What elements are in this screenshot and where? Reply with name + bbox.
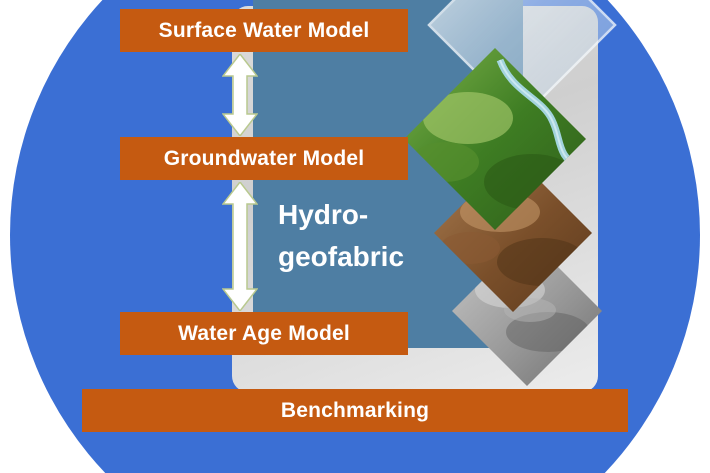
benchmarking-label: Benchmarking (280, 398, 430, 422)
double-arrow-icon-surface-groundwater (222, 54, 258, 136)
water-age-model-label: Water Age Model (178, 321, 350, 345)
benchmarking-box: Benchmarking (82, 389, 628, 432)
landscape-diamond-icon (404, 48, 586, 230)
surface-water-model-box: Surface Water Model (120, 9, 408, 52)
double-arrow-icon-groundwater-waterage (222, 182, 258, 311)
surface-water-model-label: Surface Water Model (158, 18, 370, 42)
hydrogeofabric-label-line1: Hydro- (278, 199, 369, 230)
hydrogeofabric-label: Hydro- geofabric (278, 194, 404, 278)
groundwater-model-label: Groundwater Model (163, 146, 365, 170)
groundwater-model-box: Groundwater Model (120, 137, 408, 180)
water-age-model-box: Water Age Model (120, 312, 408, 355)
hydrogeofabric-label-line2: geofabric (278, 241, 405, 272)
